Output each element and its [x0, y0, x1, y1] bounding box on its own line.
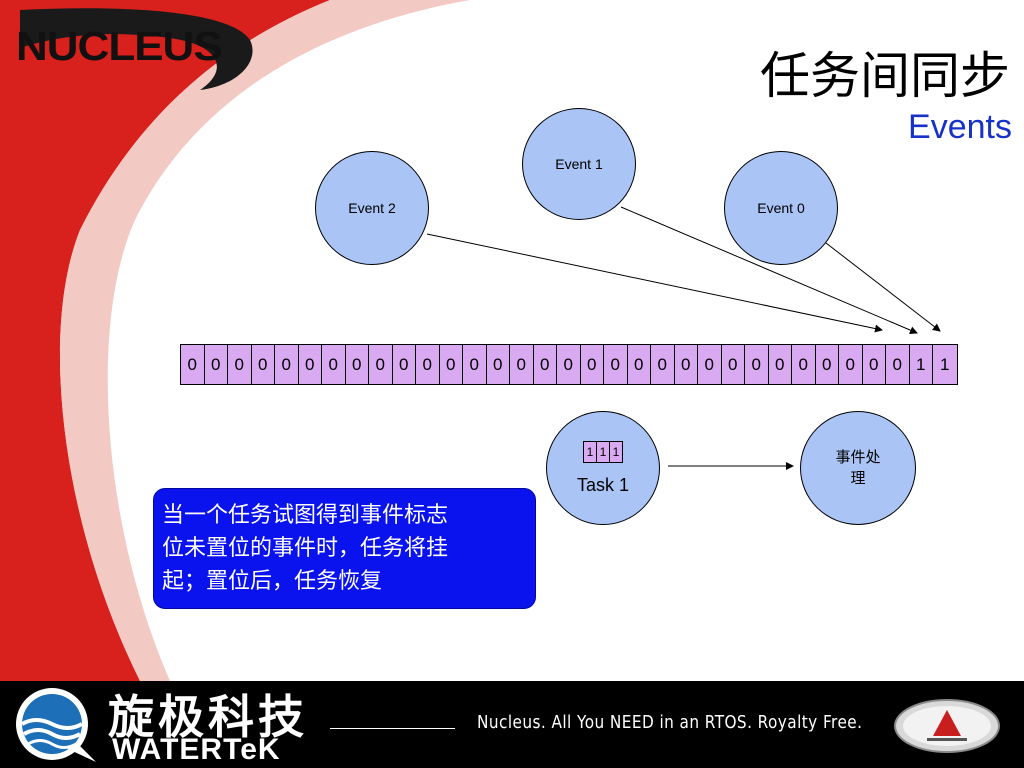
- explanation-note: 当一个任务试图得到事件标志 位未置位的事件时，任务将挂 起；置位后，任务恢复: [153, 488, 536, 609]
- bit-cell: 0: [816, 345, 839, 384]
- bit-cell: 0: [275, 345, 299, 384]
- footer-slogan: Nucleus. All You NEED in an RTOS. Royalt…: [477, 712, 863, 733]
- note-line-1: 当一个任务试图得到事件标志: [162, 503, 449, 528]
- note-line-2: 位未置位的事件时，任务将挂: [162, 536, 449, 561]
- arrow-event0: [825, 242, 941, 332]
- task-bit-cell: 1: [612, 444, 620, 459]
- event-1-label: Event 1: [555, 156, 603, 172]
- footer-bar: [0, 681, 1024, 768]
- brand-name-en: WATERTeK: [112, 733, 281, 766]
- event-2-circle: Event 2: [315, 151, 429, 265]
- bit-cell: 0: [252, 345, 275, 384]
- bit-cell: 0: [463, 345, 487, 384]
- bit-cell: 0: [510, 345, 534, 384]
- bit-cell: 1: [940, 354, 950, 374]
- task-bit-cell: 1: [584, 441, 597, 462]
- bit-cell: 0: [769, 345, 792, 384]
- slide-subtitle: Events: [908, 108, 1012, 146]
- note-line-3: 起；置位后，任务恢复: [162, 569, 383, 594]
- slide-title: 任务间同步: [760, 47, 1010, 105]
- event-0-label: Event 0: [757, 200, 805, 216]
- bit-cell: 0: [698, 345, 722, 384]
- bit-cell: 0: [205, 345, 228, 384]
- task-event-mask: 1 1 1: [583, 440, 623, 463]
- event-flag-register: 0 0 0 0 0 0 0 0 0 0 0 0 0 0 0 0 0 0 0 0 …: [180, 344, 958, 385]
- task-1-label: Task 1: [576, 474, 630, 495]
- event-0-circle: Event 0: [724, 151, 838, 265]
- waterwave-logo-icon: [16, 688, 96, 762]
- bit-cell: 1: [910, 345, 933, 384]
- handler-label-line2: 理: [850, 469, 866, 487]
- bit-cell: 0: [651, 345, 675, 384]
- bit-cell: 0: [346, 345, 369, 384]
- bit-cell: 0: [534, 345, 557, 384]
- bit-cell: 0: [369, 345, 393, 384]
- nucleus-logo: NUCLEUS: [16, 24, 223, 70]
- bit-cell: 0: [886, 345, 910, 384]
- bit-cell: 0: [792, 345, 816, 384]
- bit-cell: 0: [675, 345, 698, 384]
- footer-divider: [330, 728, 455, 729]
- bit-cell: 0: [863, 345, 886, 384]
- bit-cell: 0: [628, 345, 651, 384]
- handler-label-line1: 事件处: [835, 448, 881, 466]
- event-2-label: Event 2: [348, 200, 396, 216]
- bit-cell: 0: [440, 345, 463, 384]
- arrow-event1: [620, 206, 918, 334]
- bit-cell: 0: [604, 345, 628, 384]
- bit-cell: 0: [228, 345, 252, 384]
- arrow-event2: [426, 233, 883, 333]
- bit-cell: 0: [393, 345, 416, 384]
- brand-name-cn: 旋极科技: [108, 690, 308, 744]
- bit-cell: 0: [557, 345, 581, 384]
- event-handler-circle: 事件处 理: [800, 411, 916, 525]
- event-1-circle: Event 1: [522, 108, 636, 220]
- bit-cell: 0: [322, 345, 346, 384]
- bit-cell: 0: [181, 345, 205, 384]
- bit-cell: 0: [581, 345, 604, 384]
- bit-cell: 0: [722, 345, 745, 384]
- bit-cell: 0: [745, 345, 769, 384]
- bit-cell: 0: [416, 345, 440, 384]
- bit-cell: 0: [299, 345, 322, 384]
- bit-cell: 0: [487, 345, 510, 384]
- task-1-circle: 1 1 1 Task 1: [546, 411, 660, 525]
- task-bit-cell: 1: [597, 441, 610, 462]
- partner-badge-icon: [894, 699, 1000, 753]
- bit-cell: 0: [839, 345, 863, 384]
